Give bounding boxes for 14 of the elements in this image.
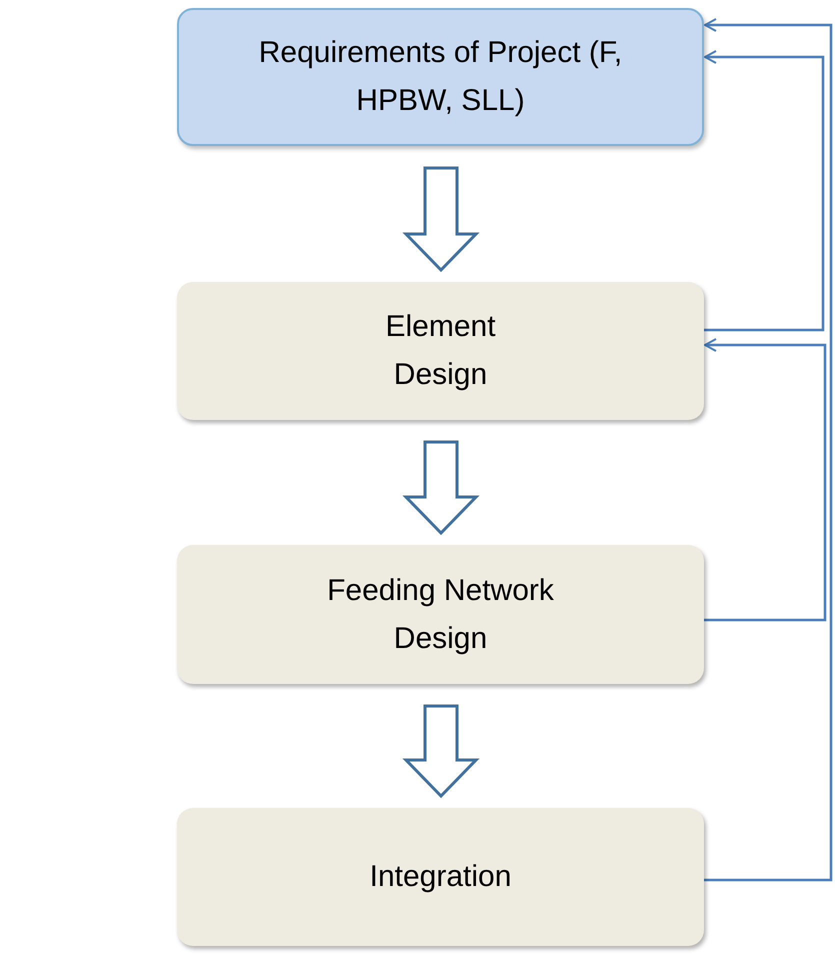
process-box <box>177 545 704 684</box>
block-arrow <box>402 704 480 798</box>
box-label: Requirements of Project (F, HPBW, SLL) <box>258 35 624 119</box>
box-label: Feeding Network Design <box>326 572 555 656</box>
process-box <box>177 808 704 946</box>
feedback-arrow <box>704 338 826 622</box>
box-label: Element Design <box>384 309 497 393</box>
block-arrow <box>402 166 480 272</box>
box-label: Integration <box>370 859 512 895</box>
feedback-arrow <box>704 18 832 882</box>
feedback-arrow <box>704 50 824 332</box>
process-box <box>177 282 704 420</box>
block-arrow <box>402 440 480 536</box>
process-box <box>177 8 704 146</box>
